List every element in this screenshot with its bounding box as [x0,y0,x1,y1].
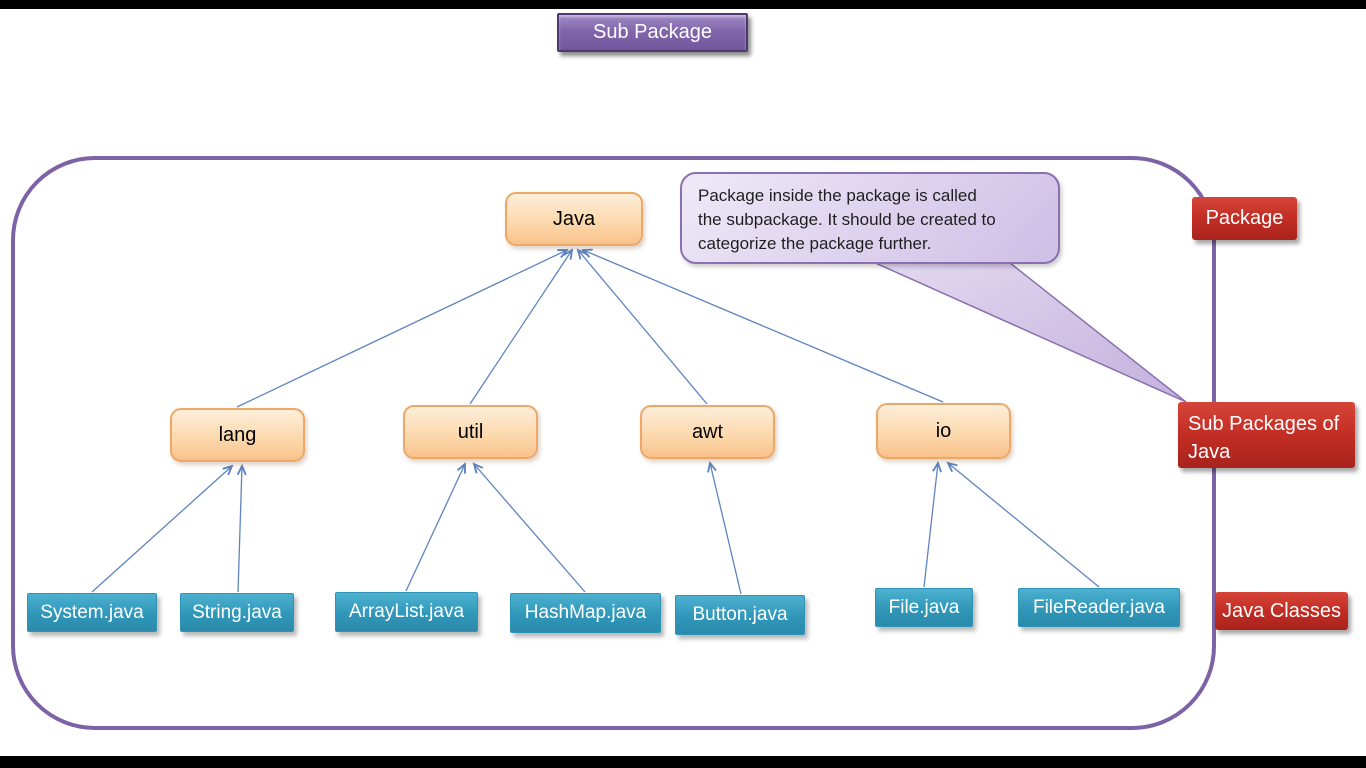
label-sub-packages-text: Sub Packages of Java [1188,413,1340,463]
callout-line-2: the subpackage. It should be created to [698,210,996,229]
tree-node-button-java-label: Button.java [692,604,788,625]
tree-node-java: Java [505,192,643,246]
tree-node-io: io [876,403,1011,459]
tree-node-filereader-java-label: FileReader.java [1032,596,1166,618]
tree-node-file-java: File.java [875,588,973,627]
tree-node-system-java: System.java [27,593,157,632]
label-package-text: Package [1205,207,1284,229]
slide-title-text: Sub Package [593,21,712,43]
tree-node-hashmap-java: HashMap.java [510,593,661,633]
tree-node-system-java-label: System.java [40,601,144,623]
label-java-classes: Java Classes [1215,592,1348,630]
tree-node-io-label: io [935,419,952,442]
tree-node-awt: awt [640,405,775,459]
tree-node-file-java-label: File.java [888,596,960,618]
tree-node-lang: lang [170,408,305,462]
tree-node-string-java: String.java [180,593,294,632]
tree-node-util-label: util [457,420,484,443]
tree-node-arraylist-java: ArrayList.java [335,592,478,632]
tree-node-lang-label: lang [218,423,257,446]
callout-line-3: categorize the package further. [698,234,932,253]
label-sub-packages-of-java: Sub Packages of Java [1178,402,1355,468]
tree-node-hashmap-java-label: HashMap.java [524,602,647,623]
tree-node-awt-label: awt [691,420,724,443]
letterbox-bottom [0,756,1366,768]
callout-bubble: Package inside the package is called the… [680,172,1060,264]
slide-title-banner: Sub Package [557,13,748,52]
label-package: Package [1192,197,1297,240]
tree-node-arraylist-java-label: ArrayList.java [348,601,465,622]
tree-node-string-java-label: String.java [192,601,282,623]
tree-node-java-label: Java [552,207,596,230]
tree-node-filereader-java: FileReader.java [1018,588,1180,627]
tree-node-button-java: Button.java [675,595,805,635]
callout-line-1: Package inside the package is called [698,186,977,205]
letterbox-top [0,0,1366,9]
tree-node-util: util [403,405,538,459]
label-java-classes-text: Java Classes [1222,599,1341,622]
